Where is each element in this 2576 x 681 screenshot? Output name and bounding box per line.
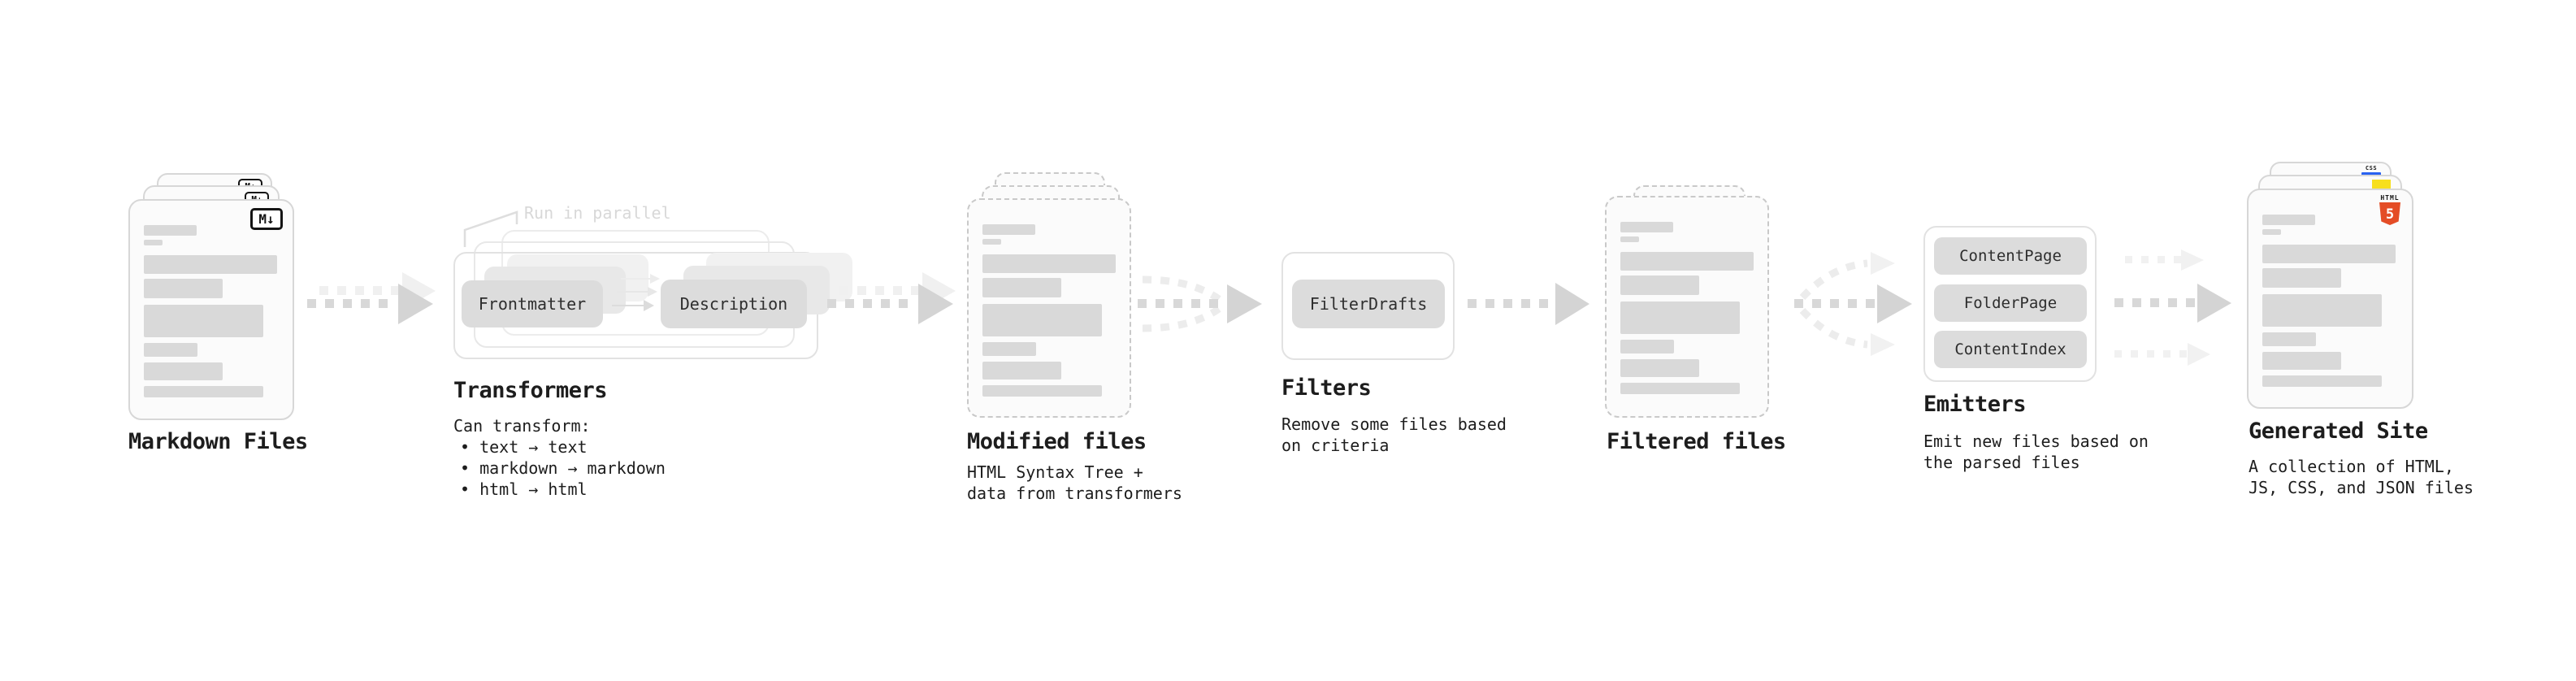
arrow-filtered-to-emitters [1794,252,1912,356]
arrow-bottom-light [2114,343,2210,366]
site-doc-html: HTML 5 [2247,189,2413,409]
generated-site-description: A collection of HTML, JS, CSS, and JSON … [2249,457,2474,497]
transformer-description-pill: Description [661,280,807,328]
placeholder-bar [2262,268,2341,288]
emitter-folderpage-pill: FolderPage [1934,284,2087,322]
placeholder-bar [2262,229,2281,235]
arrow-top-light [2125,249,2204,271]
filters-frame [1281,252,1455,360]
placeholder-bar [144,225,197,236]
modified-doc-front [967,198,1131,418]
filtered-doc-front [1605,196,1769,418]
emitter-contentpage-pill: ContentPage [1934,237,2087,275]
placeholder-bar [982,278,1061,297]
annotation-leader-line [463,210,518,247]
placeholder-bar [1620,301,1740,334]
placeholder-bar [2262,352,2341,370]
stage-label-modified-files: Modified files [967,429,1147,454]
stage-label-filtered-files: Filtered files [1607,429,1786,454]
placeholder-bar [144,343,197,357]
modified-files-description: HTML Syntax Tree + data from transformer… [967,462,1182,503]
markdown-doc-front: M↓ [128,199,294,420]
fan-in-top-curve [1142,275,1221,302]
filter-drafts-pill: FilterDrafts [1292,280,1445,328]
stage-label-filters: Filters [1281,375,1372,401]
stage-label-generated-site: Generated Site [2249,419,2428,444]
placeholder-bar [144,386,263,397]
placeholder-bar [144,362,223,380]
placeholder-bar [982,224,1035,235]
stage-label-transformers: Transformers [453,378,608,403]
html5-icon: HTML 5 [2378,194,2402,225]
run-in-parallel-annotation: Run in parallel [524,203,671,223]
markdown-icon: M↓ [250,208,283,230]
placeholder-bar [2262,332,2316,346]
transform-flow-arrows [612,274,660,311]
placeholder-bar [144,240,163,245]
placeholder-bar [982,239,1001,245]
placeholder-bar [982,304,1102,336]
placeholder-bar [1620,383,1740,394]
emitters-description: Emit new files based on the parsed files [1923,432,2149,472]
emitters-frame [1923,226,2097,382]
arrow-emitters-to-site [2114,249,2231,366]
placeholder-bar [982,342,1036,356]
fan-out-bottom-curve [1799,307,1868,349]
fan-out-top-curve [1799,259,1868,301]
filters-description: Remove some files based on criteria [1281,414,1507,455]
placeholder-bar [1620,340,1674,354]
placeholder-bar [982,362,1061,380]
placeholder-bar [2262,294,2382,327]
emitter-contentindex-pill: ContentIndex [1934,331,2087,368]
arrow-transformers-to-modified [827,272,956,324]
placeholder-bar [2262,375,2382,387]
placeholder-bar [1620,275,1699,295]
arrow-dark [307,284,433,324]
transformer-frontmatter-pill: Frontmatter [462,280,603,327]
placeholder-bar [1620,236,1639,242]
bullet-item: • markdown → markdown [460,458,666,478]
stage-label-emitters: Emitters [1923,392,2027,417]
placeholder-bar [2262,215,2315,225]
bullet-item: • text → text [460,437,588,457]
css-icon: CSS [2361,166,2381,176]
transformers-bullet-list: • text → text • markdown → markdown • ht… [460,436,666,500]
placeholder-bar [982,254,1116,273]
transformers-description-title: Can transform: [453,416,591,436]
placeholder-bar [144,255,277,274]
placeholder-bar [144,279,223,298]
arrow-middle-dark [2114,284,2231,323]
bullet-item: • html → html [460,479,588,499]
arrow-modified-to-filters [1138,275,1262,332]
fan-in-bottom-curve [1142,306,1221,332]
placeholder-bar [1620,359,1699,377]
stage-label-markdown-files: Markdown Files [128,429,308,454]
arrow-markdown-to-transformers [307,272,436,324]
arrow-dark [827,284,953,324]
placeholder-bar [1620,252,1754,271]
placeholder-bar [982,385,1102,397]
placeholder-bar [144,305,263,337]
placeholder-bar [1620,222,1673,232]
arrow-filters-to-filtered [1468,283,1589,325]
placeholder-bar [2262,245,2396,263]
